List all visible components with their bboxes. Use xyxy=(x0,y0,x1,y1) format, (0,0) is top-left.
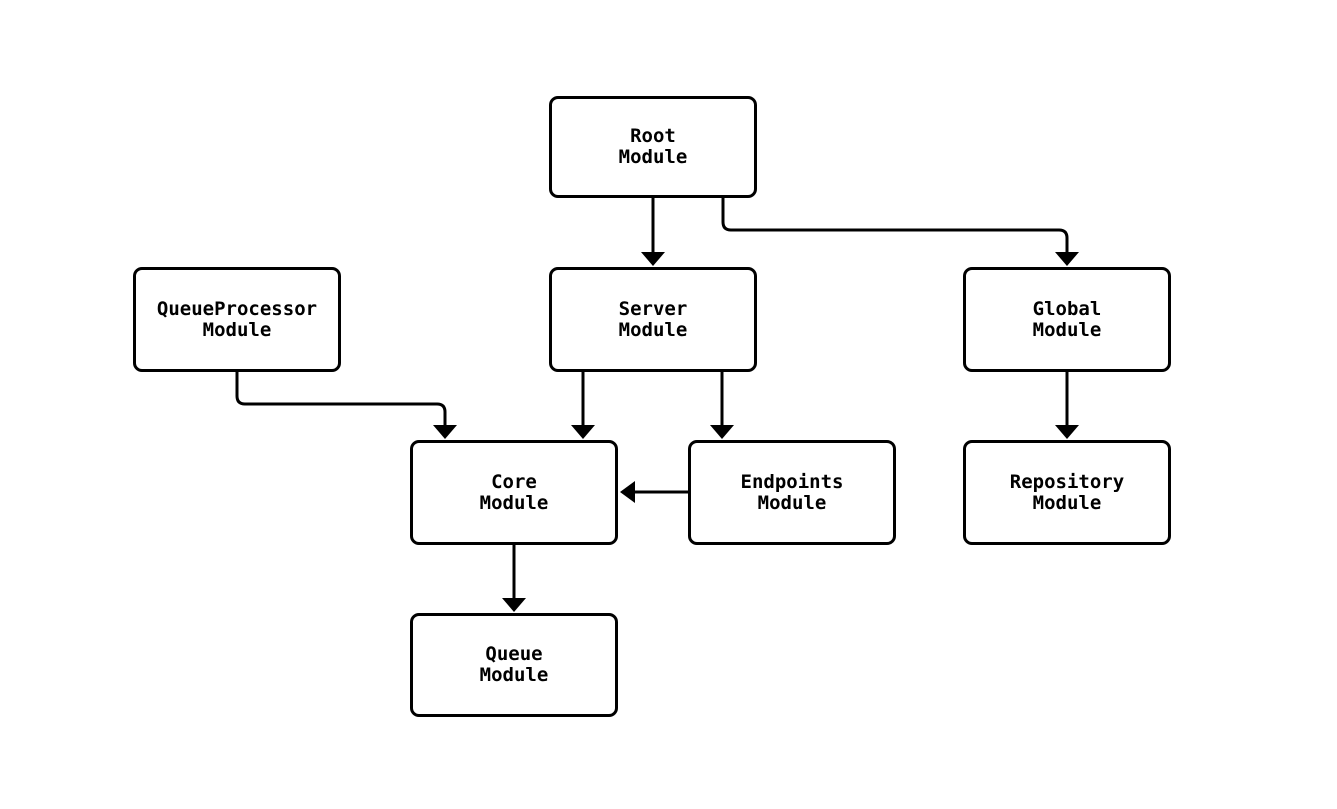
node-label: Global Module xyxy=(1032,297,1102,341)
node-label: Repository Module xyxy=(1009,470,1125,514)
edge-root-server xyxy=(641,198,665,266)
edge-root-global xyxy=(721,198,1079,266)
arrowhead-icon xyxy=(1055,252,1079,266)
node-label: Server Module xyxy=(618,297,688,341)
edge-server-endpoints xyxy=(710,372,734,439)
arrowhead-icon xyxy=(571,425,595,439)
node-server-module: Server Module xyxy=(549,267,757,372)
edge-endpoints-core xyxy=(620,481,688,503)
arrowhead-icon xyxy=(641,252,665,266)
edge-line xyxy=(235,372,447,425)
arrowhead-icon xyxy=(620,481,635,503)
node-label: Root Module xyxy=(618,125,688,168)
node-root-module: Root Module xyxy=(549,96,757,198)
node-label: Queue Module xyxy=(479,643,549,686)
edge-server-core xyxy=(571,372,595,439)
node-label: Core Module xyxy=(479,470,549,514)
node-queueprocessor-module: QueueProcessor Module xyxy=(133,267,341,372)
edge-line xyxy=(721,198,1069,252)
edge-global-repository xyxy=(1055,372,1079,439)
arrowhead-icon xyxy=(502,598,526,612)
node-repository-module: Repository Module xyxy=(963,440,1171,545)
arrowhead-icon xyxy=(710,425,734,439)
node-label: QueueProcessor Module xyxy=(156,297,318,341)
edge-core-queue xyxy=(502,545,526,612)
node-endpoints-module: Endpoints Module xyxy=(688,440,896,545)
node-queue-module: Queue Module xyxy=(410,613,618,717)
arrowhead-icon xyxy=(433,425,457,439)
node-core-module: Core Module xyxy=(410,440,618,545)
node-global-module: Global Module xyxy=(963,267,1171,372)
arrowhead-icon xyxy=(1055,425,1079,439)
node-label: Endpoints Module xyxy=(740,470,844,514)
edge-queueprocessor-core xyxy=(235,372,457,439)
